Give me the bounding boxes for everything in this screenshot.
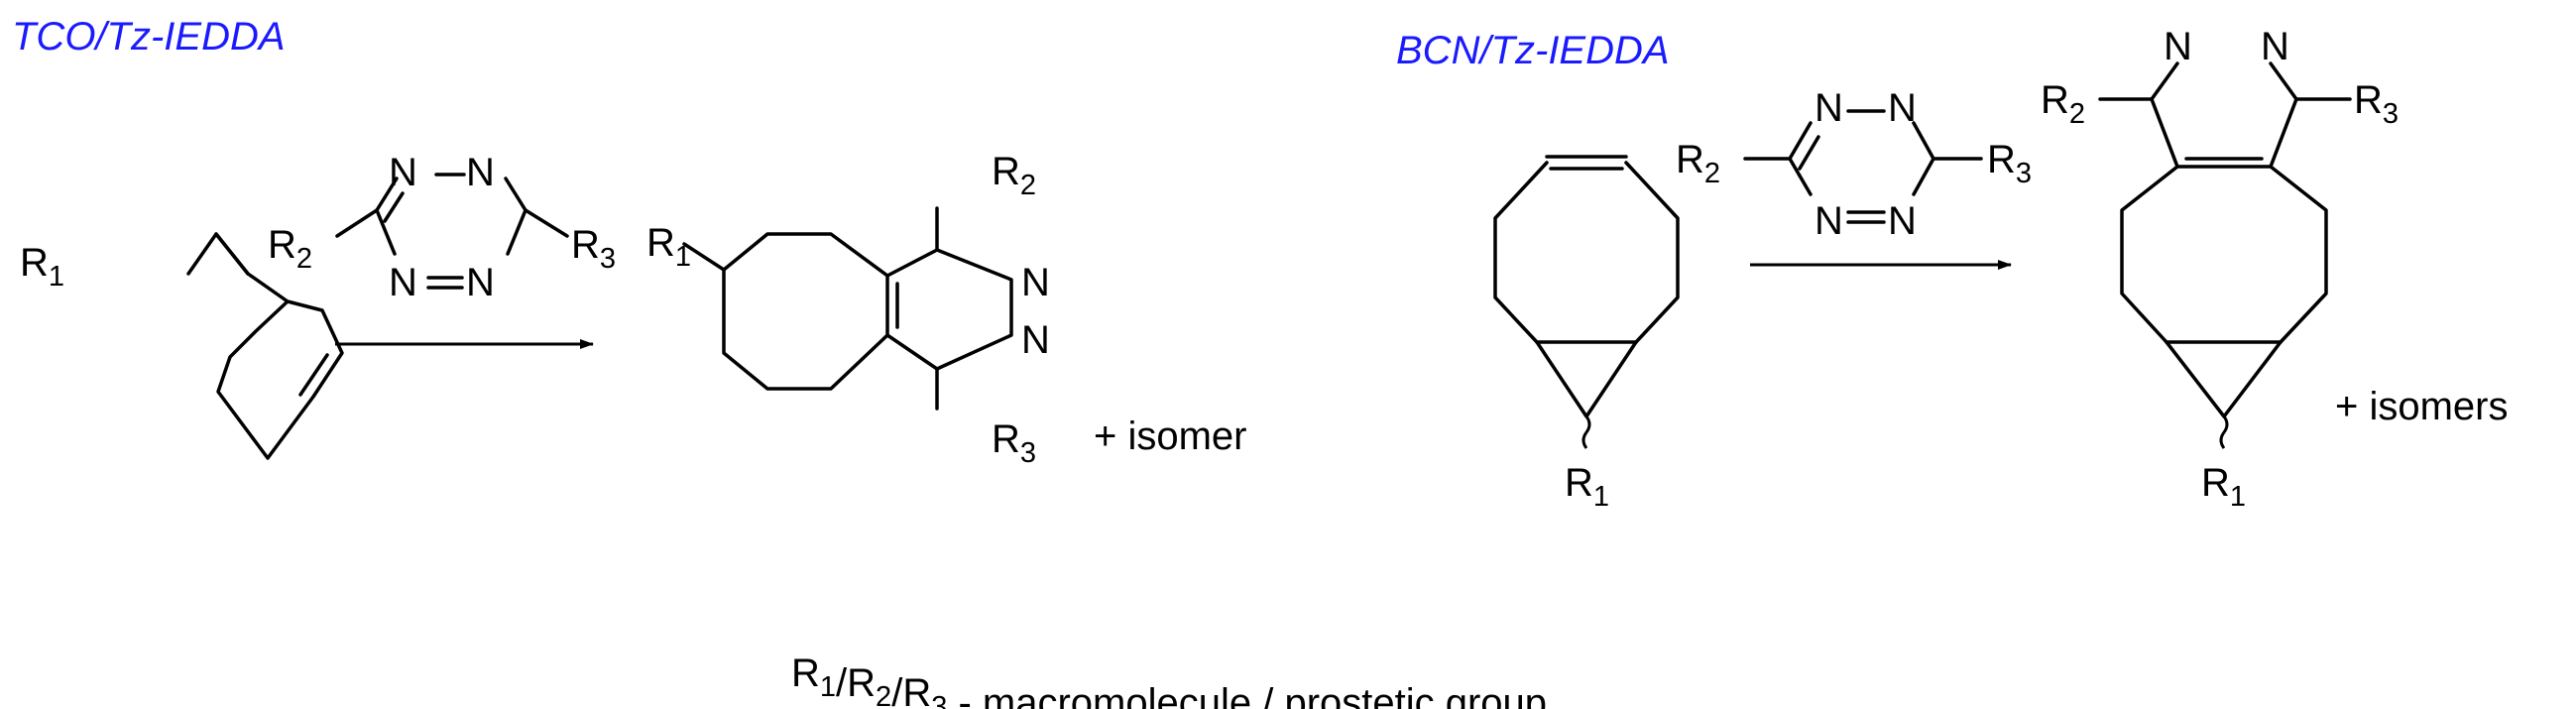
caption-rest: - macromolecule / prostetic group bbox=[947, 681, 1547, 709]
left-plus-isomer: + isomer bbox=[1094, 414, 1247, 458]
tz-right-n1: N bbox=[1815, 86, 1843, 130]
tco-ring bbox=[186, 232, 344, 460]
tz-left-n3: N bbox=[389, 261, 417, 304]
left-scheme-title: TCO/Tz-IEDDA bbox=[12, 15, 286, 59]
bcn-wavy-bond bbox=[1581, 415, 1591, 449]
tz-right-n2: N bbox=[1888, 86, 1917, 130]
tco-r1-label: R1 bbox=[20, 241, 64, 293]
tz-right-r2: R2 bbox=[1676, 138, 1720, 189]
tz-left-n4: N bbox=[466, 261, 495, 304]
tz-left-r2: R2 bbox=[268, 223, 312, 275]
right-product-skeleton bbox=[2098, 61, 2352, 418]
tetrazine-left-ring bbox=[335, 173, 569, 290]
left-product-r2: R2 bbox=[992, 150, 1036, 201]
left-product-r3: R3 bbox=[992, 417, 1036, 469]
tz-left-n1: N bbox=[389, 151, 417, 194]
tz-right-n3: N bbox=[1815, 199, 1843, 243]
right-scheme-title: BCN/Tz-IEDDA bbox=[1396, 29, 1670, 72]
bcn-skeleton bbox=[1493, 155, 1680, 418]
caption-r2: R bbox=[847, 661, 876, 705]
right-product-n1: N bbox=[2164, 25, 2192, 68]
right-product-r1: R1 bbox=[2201, 461, 2246, 513]
caption: R1/R2/R3 - macromolecule / prostetic gro… bbox=[791, 651, 1547, 709]
tz-right-r3: R3 bbox=[1987, 138, 2032, 189]
caption-r1: R bbox=[791, 651, 820, 695]
right-product-n2: N bbox=[2261, 25, 2289, 68]
right-product-wavy-bond bbox=[2219, 415, 2229, 449]
left-product-r1: R1 bbox=[646, 221, 691, 273]
tz-left-r3: R3 bbox=[571, 223, 616, 275]
left-product-n1: N bbox=[1021, 261, 1050, 304]
right-product-r3: R3 bbox=[2354, 78, 2399, 130]
left-product-skeleton bbox=[682, 206, 1013, 411]
right-plus-isomers: + isomers bbox=[2335, 385, 2509, 428]
bcn-r1-label: R1 bbox=[1565, 461, 1609, 513]
left-product-n2: N bbox=[1021, 318, 1050, 362]
right-product-r2: R2 bbox=[2041, 78, 2085, 130]
tetrazine-right-ring bbox=[1743, 109, 1983, 224]
tz-left-n2: N bbox=[466, 151, 495, 194]
caption-r3: R bbox=[902, 671, 931, 709]
tz-right-n4: N bbox=[1888, 199, 1917, 243]
